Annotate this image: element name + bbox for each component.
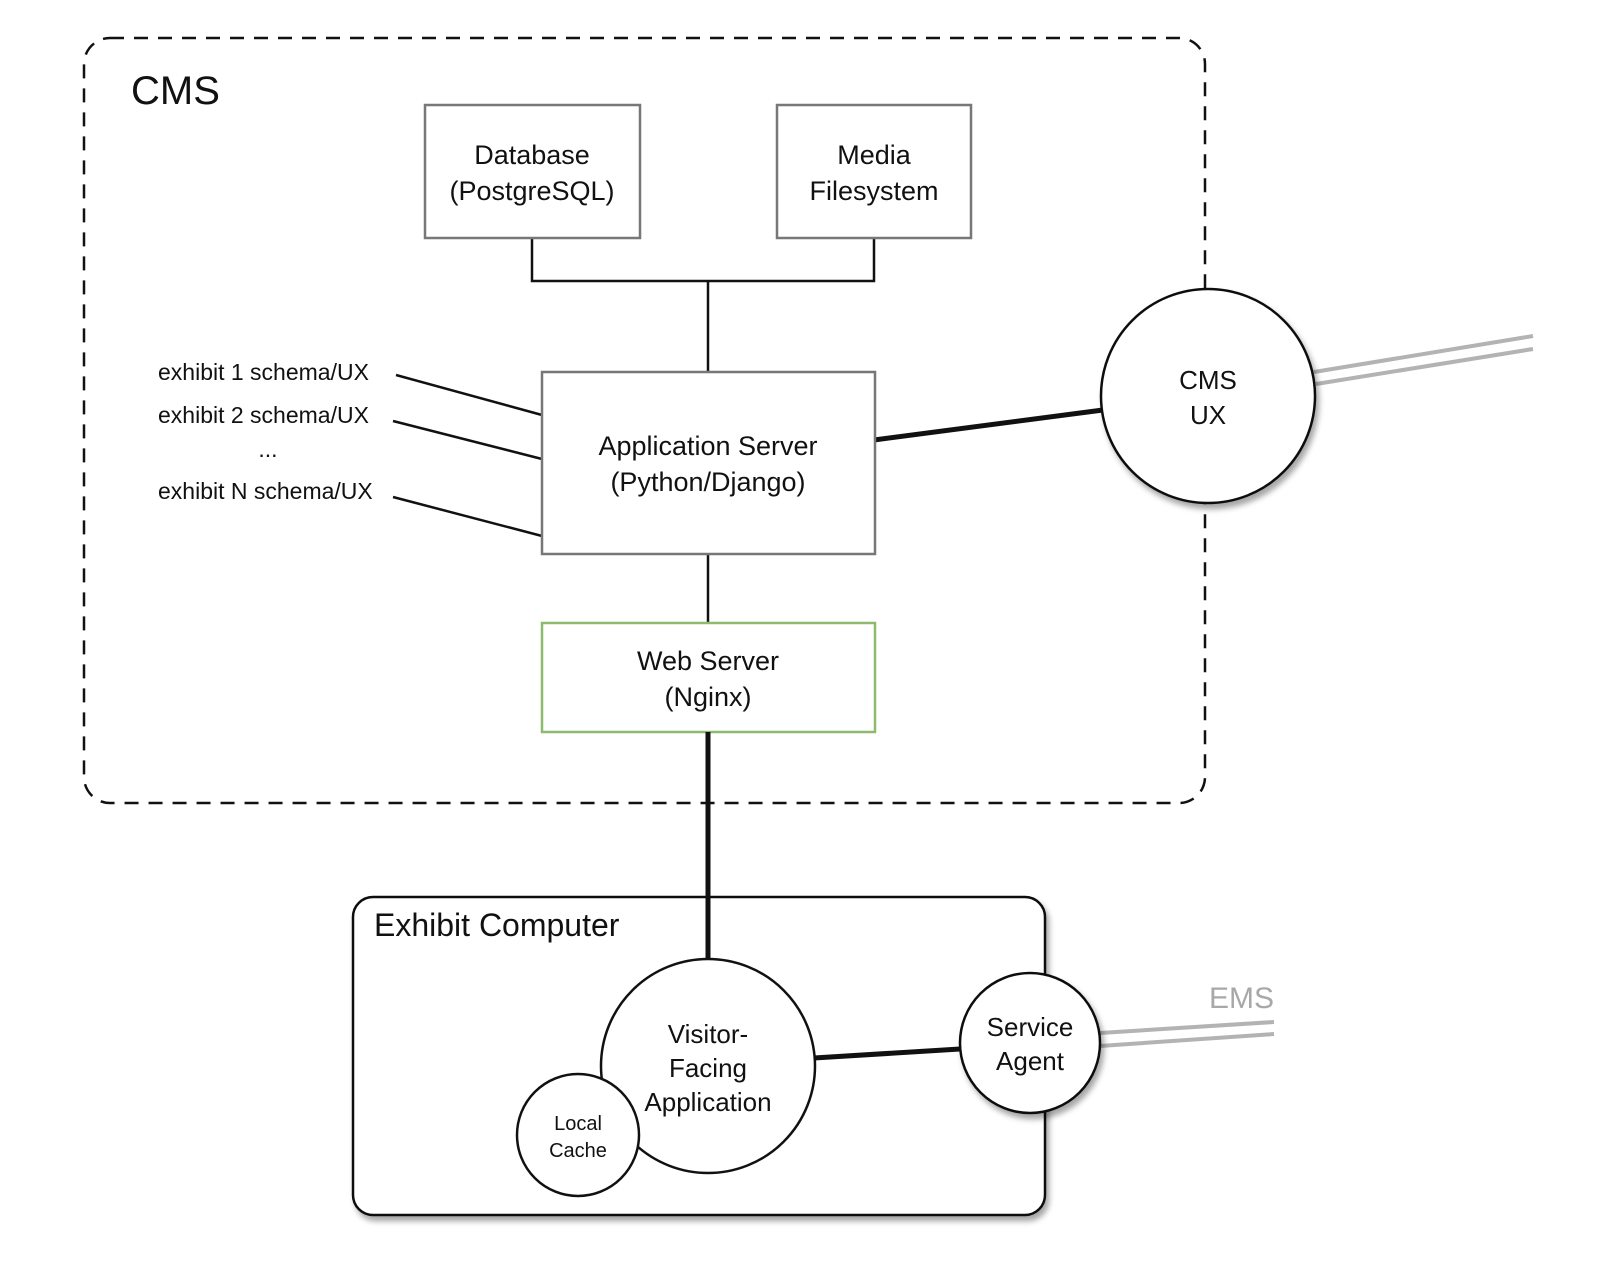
cms-ux-label: CMS [1179,365,1237,395]
visitor-to-agent-connector [813,1046,961,1061]
exhibit-schema-ellipsis: ... [258,436,277,462]
service-agent-node[interactable]: Service Agent [958,971,1102,1115]
database-label: Database [474,140,590,170]
visitor-app-label-1: Visitor- [668,1019,748,1049]
app-server-sublabel: (Python/Django) [610,467,805,497]
app-to-cms-ux-connector [873,407,1104,443]
ems-external-link [1099,1020,1275,1035]
db-connector [530,238,876,283]
visitor-app-label-3: Application [644,1087,771,1117]
visitor-app-label-2: Facing [669,1053,747,1083]
web-server-label: Web Server [637,646,779,676]
app-server-label: Application Server [598,431,817,461]
ems-external-link [1099,1032,1275,1048]
schema-connector [392,419,543,461]
local-cache-sublabel: Cache [549,1140,607,1162]
local-cache-node[interactable]: Local Cache [515,1072,641,1198]
ems-label: EMS [1209,982,1274,1015]
service-agent-sublabel: Agent [996,1046,1065,1076]
cms-ux-node[interactable]: CMS UX [1099,287,1317,505]
schema-connector [392,495,543,538]
service-agent-label: Service [987,1012,1074,1042]
visitor-facing-app-node[interactable]: Visitor- Facing Application [599,957,817,1175]
database-box[interactable]: Database (PostgreSQL) [423,103,642,240]
cms-ux-external-link [1315,347,1534,386]
cms-ux-external-link [1313,334,1534,374]
application-server-box[interactable]: Application Server (Python/Django) [540,370,877,556]
exhibit-schema-label: exhibit 1 schema/UX [158,359,369,385]
media-filesystem-box[interactable]: Media Filesystem [775,103,973,240]
exhibit-schema-label: exhibit 2 schema/UX [158,402,369,428]
schema-connector [395,373,543,417]
local-cache-label: Local [554,1113,602,1135]
exhibit-computer-title: Exhibit Computer [374,907,620,943]
exhibit-schema-label: exhibit N schema/UX [158,478,373,504]
database-sublabel: (PostgreSQL) [449,176,614,206]
web-server-box[interactable]: Web Server (Nginx) [540,621,877,734]
media-label: Media [837,140,912,170]
media-sublabel: Filesystem [809,176,938,206]
cms-group-title: CMS [131,69,220,113]
cms-ux-sublabel: UX [1190,400,1226,430]
web-server-sublabel: (Nginx) [664,682,751,712]
